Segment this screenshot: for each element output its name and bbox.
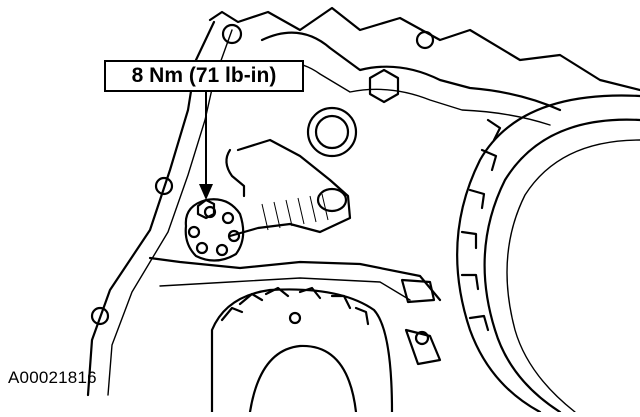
lower-gear-housing <box>210 288 394 414</box>
flange-bolt-hole <box>221 23 243 45</box>
lower-housing-line <box>148 256 442 302</box>
crank-opening-outer <box>456 94 640 414</box>
cover-ridge <box>228 138 352 238</box>
torque-callout: 8 Nm (71 lb-in) <box>104 60 304 92</box>
pump-flange-bolt <box>227 229 241 243</box>
cover-ridge-hatch <box>261 193 329 231</box>
flange-bolt-hole <box>90 306 110 326</box>
crank-opening-ring <box>506 139 640 413</box>
ridge-left-lug <box>225 148 246 198</box>
housing-outer-edge <box>208 6 640 92</box>
lower-gear-teeth <box>220 286 370 326</box>
pump-flange-bolt <box>187 225 201 239</box>
figure-id-label: A00021816 <box>8 368 97 387</box>
flange-bolt-hole <box>415 30 435 50</box>
hex-bolt-head <box>368 68 400 104</box>
lower-bolt-hole <box>414 330 430 346</box>
flange-bolt-hole <box>154 176 174 196</box>
pump-flange-bolt <box>195 241 209 255</box>
lower-seal-opening <box>248 344 358 414</box>
upper-rib <box>260 31 562 112</box>
ridge-bolt-boss <box>316 187 348 213</box>
callout-arrowhead <box>199 184 213 200</box>
cover-boss-bore <box>314 114 350 150</box>
crank-opening-teeth <box>460 118 502 332</box>
torque-spec-label: 8 Nm (71 lb-in) <box>131 64 277 87</box>
lower-housing-line-inner <box>159 277 411 301</box>
cover-boss <box>306 106 358 158</box>
pump-flange-bolt <box>215 243 229 257</box>
lower-bolt-hole <box>288 311 302 325</box>
crank-opening-inner <box>483 118 640 414</box>
lower-right-bracket <box>400 278 442 366</box>
pump-flange <box>184 198 245 262</box>
pump-flange-bolt <box>221 211 235 225</box>
